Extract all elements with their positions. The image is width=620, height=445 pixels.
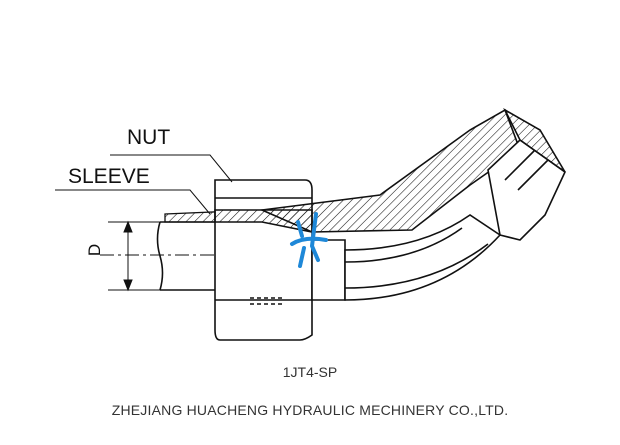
sleeve-label: SLEEVE [68, 165, 150, 188]
nut [214, 179, 313, 341]
huacheng-logo-icon [290, 212, 328, 268]
nut-leader [110, 154, 233, 183]
end-nut [487, 107, 567, 241]
diameter-label: D [85, 244, 104, 256]
nut-label: NUT [127, 126, 170, 149]
tube [156, 221, 215, 291]
company-name: ZHEJIANG HUACHENG HYDRAULIC MECHINERY CO… [111, 402, 509, 418]
diameter-dimension [108, 220, 160, 292]
part-code: 1JT4-SP [282, 364, 338, 380]
sleeve-leader [55, 189, 211, 215]
